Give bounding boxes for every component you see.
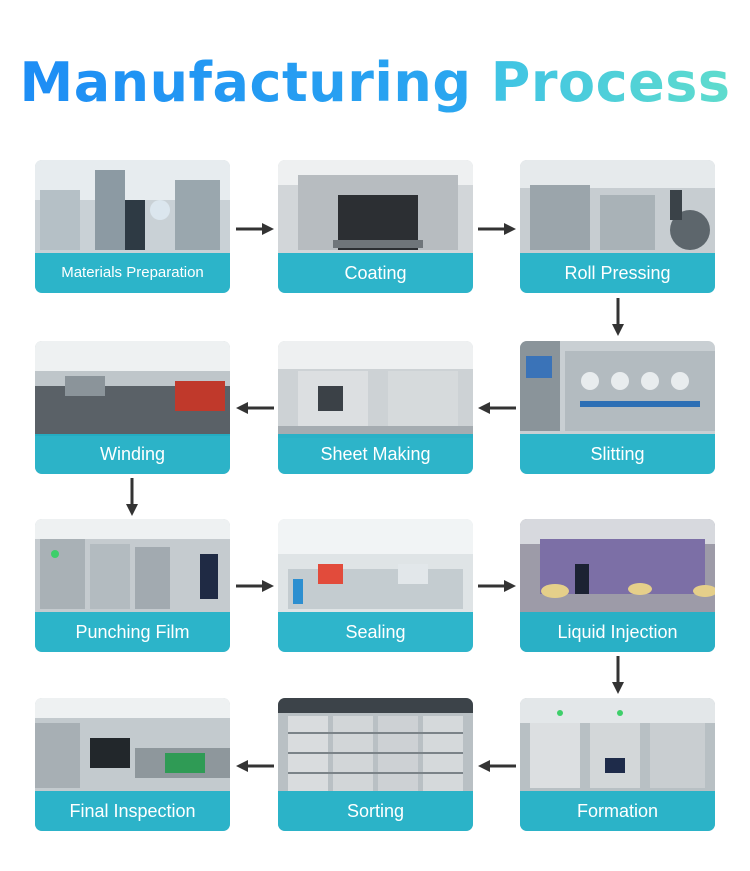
step-label: Coating [278, 253, 473, 293]
step-card-slitting: Slitting [520, 341, 715, 474]
arrow-down-icon [611, 656, 625, 694]
arrow-right-icon [478, 222, 516, 236]
step-label: Formation [520, 791, 715, 831]
step-card-sorting: Sorting [278, 698, 473, 831]
step-label: Sealing [278, 612, 473, 652]
arrow-right-icon [236, 222, 274, 236]
arrow-right-icon [236, 579, 274, 593]
step-label: Sheet Making [278, 434, 473, 474]
step-card-roll-pressing: Roll Pressing [520, 160, 715, 293]
step-card-liquid-injection: Liquid Injection [520, 519, 715, 652]
arrow-left-icon [236, 401, 274, 415]
step-card-sealing: Sealing [278, 519, 473, 652]
step-card-winding: Winding [35, 341, 230, 474]
step-label: Liquid Injection [520, 612, 715, 652]
step-card-final-inspection: Final Inspection [35, 698, 230, 831]
step-label: Slitting [520, 434, 715, 474]
step-label: Roll Pressing [520, 253, 715, 293]
arrow-left-icon [236, 759, 274, 773]
arrow-down-icon [611, 298, 625, 336]
arrow-down-icon [125, 478, 139, 516]
step-label: Winding [35, 434, 230, 474]
step-card-formation: Formation [520, 698, 715, 831]
step-card-materials-preparation: Materials Preparation [35, 160, 230, 293]
page-title: Manufacturing Process [0, 48, 750, 118]
step-label: Materials Preparation [35, 253, 230, 293]
title-word-manufacturing: Manufacturing [19, 51, 472, 114]
arrow-left-icon [478, 759, 516, 773]
step-label: Final Inspection [35, 791, 230, 831]
step-card-sheet-making: Sheet Making [278, 341, 473, 474]
mixing-tanks-photo [35, 160, 230, 293]
step-label: Punching Film [35, 612, 230, 652]
arrow-left-icon [478, 401, 516, 415]
step-label: Sorting [278, 791, 473, 831]
step-card-coating: Coating [278, 160, 473, 293]
step-card-punching-film: Punching Film [35, 519, 230, 652]
title-word-process: Process [490, 51, 731, 114]
arrow-right-icon [478, 579, 516, 593]
